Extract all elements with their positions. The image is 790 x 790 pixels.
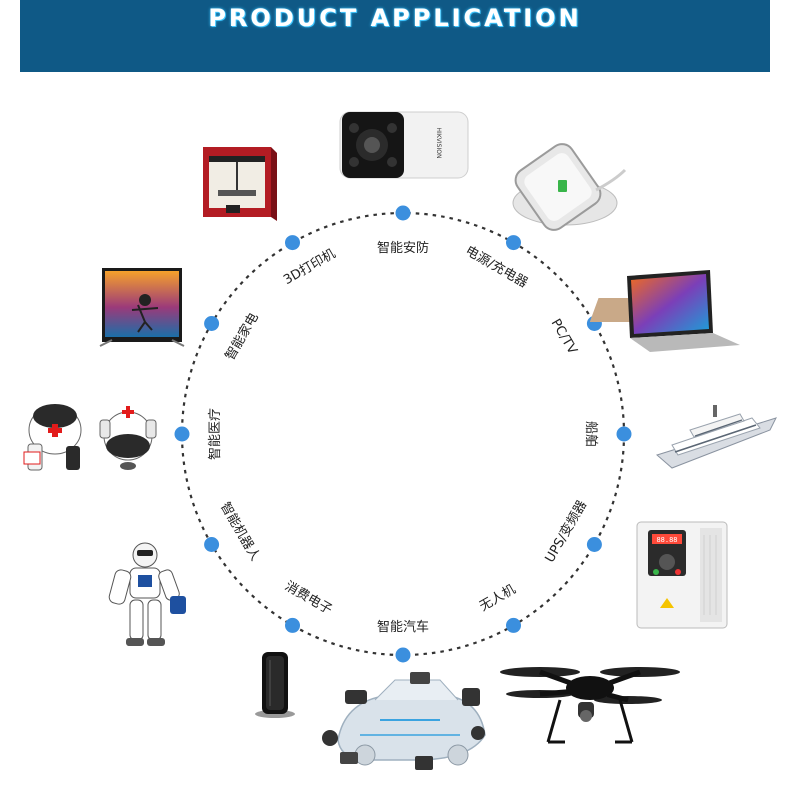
car-electronics-icon bbox=[322, 672, 486, 770]
ship-icon bbox=[655, 405, 777, 469]
television-icon bbox=[99, 268, 185, 347]
node-dot-appliance bbox=[204, 316, 220, 331]
wireless-charger-icon bbox=[512, 143, 627, 231]
node-dot-car bbox=[395, 647, 411, 663]
label-ship: 船舶 bbox=[583, 421, 599, 447]
header-banner: PRODUCT APPLICATION bbox=[20, 0, 770, 72]
humanoid-robot-icon bbox=[108, 542, 186, 646]
dashed-ring bbox=[180, 211, 626, 657]
node-dot-medical bbox=[174, 426, 190, 442]
camera-brand-text: HIKVISION bbox=[435, 128, 442, 159]
node-dot-charger bbox=[506, 235, 521, 251]
node-dot-printer bbox=[285, 235, 300, 251]
inverter-display-text: 88.88 bbox=[656, 536, 677, 544]
node-dot-robot bbox=[204, 537, 220, 552]
label-pc-tv: PC/TV bbox=[548, 316, 580, 357]
inverter-icon: 88.88 bbox=[636, 521, 728, 629]
bullet-camera-icon: HIKVISION bbox=[339, 111, 469, 179]
label-drone: 无人机 bbox=[477, 582, 518, 614]
node-dot-consumer bbox=[285, 617, 300, 633]
label-ups: UPS/变频器 bbox=[542, 498, 590, 566]
node-dots bbox=[174, 205, 632, 663]
drone-icon bbox=[500, 667, 680, 744]
node-dot-ship bbox=[616, 426, 632, 442]
label-security: 智能安防 bbox=[377, 240, 429, 256]
label-car: 智能汽车 bbox=[377, 619, 429, 635]
label-charger: 电源/充电器 bbox=[462, 243, 530, 292]
page-title: PRODUCT APPLICATION bbox=[208, 4, 582, 32]
node-dot-ups bbox=[586, 537, 602, 552]
laptop-icon bbox=[589, 270, 740, 352]
node-dot-drone bbox=[506, 617, 521, 633]
node-dot-security bbox=[395, 205, 411, 221]
speaker-icon bbox=[255, 652, 295, 718]
label-medical: 智能医疗 bbox=[208, 408, 223, 460]
3d-printer-icon bbox=[203, 147, 277, 221]
label-robot: 智能机器人 bbox=[217, 500, 262, 564]
medical-robot-icon bbox=[23, 404, 157, 471]
label-consumer: 消费电子 bbox=[282, 579, 335, 618]
label-appliance: 智能家电 bbox=[222, 310, 262, 363]
label-printer: 3D打印机 bbox=[281, 246, 338, 288]
